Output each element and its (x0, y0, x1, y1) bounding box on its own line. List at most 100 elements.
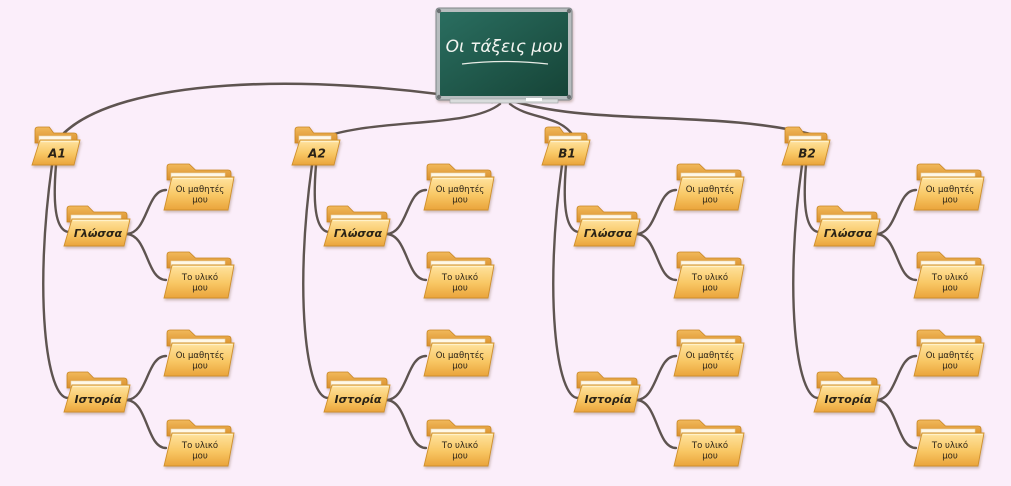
class-3-subject-0-item-1-folder-label-line: Το υλικό (931, 272, 968, 283)
class-1-subject-0-item-0-folder-label-line: μου (452, 196, 468, 206)
folder-front (163, 176, 235, 211)
connector-line (42, 163, 70, 400)
class-2-subject-0-item-0-folder-label-line: Οι μαθητές (686, 184, 735, 195)
folder-front (423, 342, 495, 377)
class-1-folder-label: A2 (307, 146, 326, 160)
class-3-subject-0-item-0-folder-label-line: Οι μαθητές (926, 184, 975, 195)
class-3-subject-0-item-0-folder-label-line: μου (942, 196, 958, 206)
connector-line (384, 188, 428, 236)
folder-front (423, 432, 495, 467)
folder-front (323, 384, 391, 413)
chalkboard-icon[interactable]: Οι τάξεις μου (435, 7, 573, 104)
class-3-subject-0-folder-label: Γλώσσα (824, 227, 873, 240)
folder-front (813, 384, 881, 413)
class-1-subject-0-item-1-folder-label-line: Το υλικό (441, 272, 478, 283)
class-2-subject-1-folder[interactable]: Ιστορία (573, 371, 641, 413)
folder-front (813, 218, 881, 247)
class-0-subject-1-item-1-folder-label-line: Το υλικό (181, 440, 218, 451)
folder-front (781, 139, 831, 166)
chalk-underline (461, 60, 549, 65)
class-0-subject-0-item-1-folder-label-line: Το υλικό (181, 272, 218, 283)
class-3-subject-0-folder[interactable]: Γλώσσα (813, 205, 881, 247)
class-3-subject-1-item-1-folder-label-line: Το υλικό (931, 440, 968, 451)
class-0-subject-0-item-0-folder-label-line: Οι μαθητές (176, 184, 225, 195)
connector-line (124, 354, 168, 402)
class-2-subject-1-folder-label: Ιστορία (585, 393, 632, 406)
class-1-subject-1-item-1-folder-label-line: Το υλικό (441, 440, 478, 451)
folder-front (573, 384, 641, 413)
class-2-subject-1-item-1-folder-label-line: Το υλικό (691, 440, 728, 451)
folder-front (291, 139, 341, 166)
connector-line (508, 102, 576, 139)
folder-front (913, 264, 985, 299)
folder-front (573, 218, 641, 247)
class-0-subject-1-folder[interactable]: Ιστορία (63, 371, 131, 413)
class-2-subject-0-folder[interactable]: Γλώσσα (573, 205, 641, 247)
folder-front (673, 176, 745, 211)
class-2-subject-1-item-1-folder-label-line: μου (702, 452, 718, 462)
class-1-subject-0-folder[interactable]: Γλώσσα (323, 205, 391, 247)
connector-line (792, 163, 820, 400)
connector-line (634, 188, 678, 236)
connector-line (62, 82, 494, 135)
class-3-subject-1-item-0-folder-label-line: μου (942, 362, 958, 372)
chalk-icon (526, 98, 542, 101)
folder-front (913, 176, 985, 211)
folder-front (323, 218, 391, 247)
folder-front (673, 342, 745, 377)
connector-line (634, 398, 678, 450)
class-2-subject-0-item-0-folder-label-line: μου (702, 196, 718, 206)
connector-line (313, 163, 330, 234)
class-3-folder[interactable]: B2 (781, 126, 831, 166)
class-2-folder[interactable]: B1 (541, 126, 591, 166)
class-0-subject-0-item-0-folder-label-line: μου (192, 196, 208, 206)
folder-front (673, 432, 745, 467)
connector-line (124, 398, 168, 450)
class-0-subject-0-folder[interactable]: Γλώσσα (63, 205, 131, 247)
chalk-tray (449, 98, 559, 104)
class-1-subject-1-item-1-folder-label-line: μου (452, 452, 468, 462)
chalkboard-surface (440, 12, 568, 96)
class-0-subject-1-item-1-folder-label-line: μου (192, 452, 208, 462)
connector-line (322, 102, 502, 139)
class-0-subject-1-item-0-folder-label-line: μου (192, 362, 208, 372)
class-3-subject-1-folder[interactable]: Ιστορία (813, 371, 881, 413)
class-2-folder-label: B1 (558, 146, 576, 160)
class-2-subject-0-item-1-folder-label-line: μου (702, 284, 718, 294)
class-1-folder[interactable]: A2 (291, 126, 341, 166)
connector-lines (42, 82, 918, 450)
connector-line (874, 232, 918, 282)
connector-line (874, 354, 918, 402)
bolt-icon (436, 94, 442, 100)
class-1-subject-0-folder-label: Γλώσσα (334, 227, 383, 240)
connector-line (552, 163, 580, 400)
folder-front (913, 342, 985, 377)
class-0-folder[interactable]: A1 (31, 126, 81, 166)
class-1-subject-1-folder[interactable]: Ιστορία (323, 371, 391, 413)
folder-front (541, 139, 591, 166)
folder-front (63, 218, 131, 247)
class-3-subject-0-item-1-folder-label-line: μου (942, 284, 958, 294)
folder-front (673, 264, 745, 299)
class-1-subject-0-item-1-folder-label-line: μου (452, 284, 468, 294)
bolt-icon (436, 8, 442, 14)
class-0-subject-0-folder-label: Γλώσσα (74, 227, 123, 240)
bolt-icon (566, 94, 572, 100)
class-2-subject-0-item-1-folder-label-line: Το υλικό (691, 272, 728, 283)
